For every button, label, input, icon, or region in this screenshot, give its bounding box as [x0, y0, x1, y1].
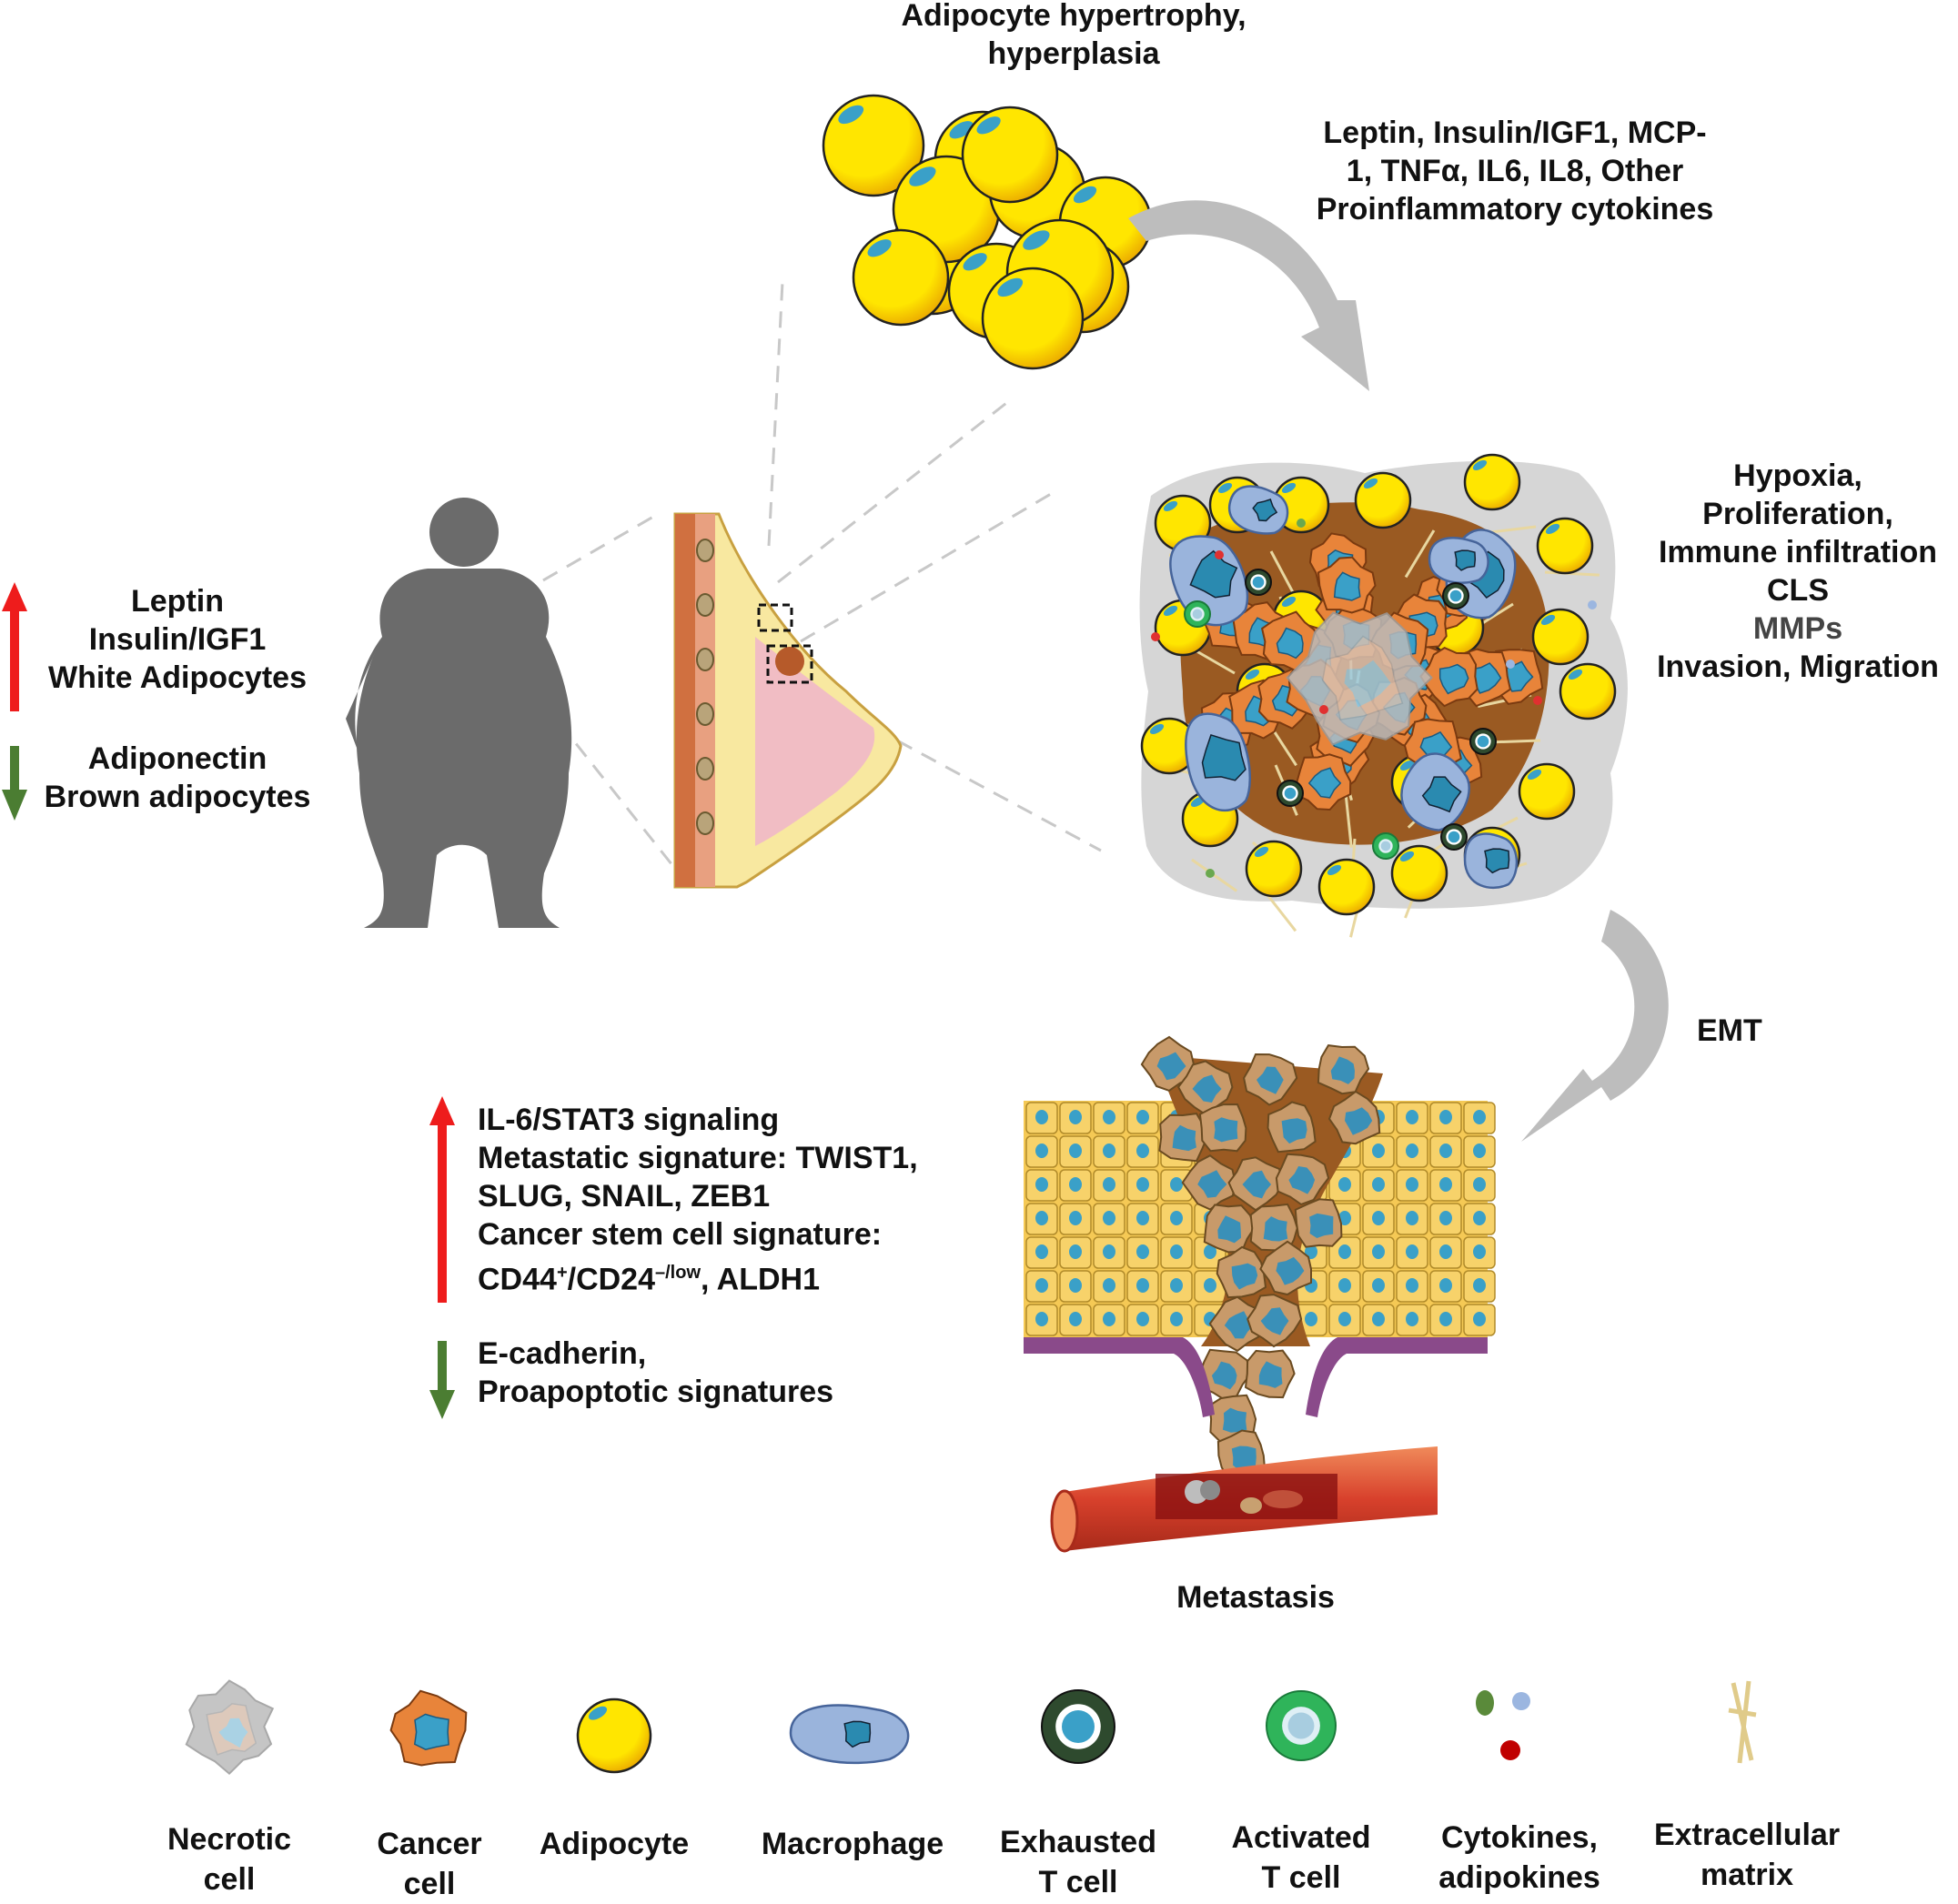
exhausted-t-cell: [1469, 728, 1497, 755]
signaling-up-label: IL-6/STAT3 signaling Metastatic signatur…: [478, 1103, 918, 1297]
invading-cancer-cell: [1327, 1090, 1381, 1145]
invading-cancer-cell: [1227, 1156, 1284, 1212]
macrophage-icon: [789, 1704, 910, 1765]
cytokines-icon: [1476, 1690, 1530, 1760]
invading-cancer-cell: [1249, 1203, 1298, 1254]
invading-cancer-cell: [1275, 1153, 1330, 1206]
legend-label-cytokines: Cytokines,adipokines: [1438, 1820, 1600, 1895]
invading-cancer-cell: [1140, 1035, 1196, 1093]
adipocyte-cluster: [822, 94, 1153, 370]
legend-label-adipocyte: Adipocyte: [539, 1827, 690, 1861]
cancer-cell: [1295, 753, 1352, 811]
exhausted-t-cell: [1277, 780, 1304, 807]
emt-label: EMT: [1697, 1013, 1762, 1048]
invading-cancer-cell: [1246, 1294, 1303, 1348]
cytokine: [1319, 705, 1328, 714]
adipocyte: [1463, 453, 1521, 511]
necrotic-cell-icon: [185, 1679, 275, 1776]
invading-cancer-cell: [1243, 1053, 1298, 1106]
macrophage: [1228, 485, 1289, 535]
adipocyte: [961, 106, 1059, 204]
tumor-microenvironment: [1139, 453, 1628, 938]
invading-cancer-cell: [1259, 1240, 1312, 1296]
invading-cancer-cell: [1198, 1103, 1247, 1153]
invading-cancer-cell: [1294, 1198, 1343, 1248]
obesity-up-arrow: [2, 582, 27, 711]
signaling-down-arrow: [429, 1341, 455, 1419]
invading-cancer-cell: [1181, 1154, 1236, 1211]
cytokine: [1206, 869, 1215, 878]
adipocyte: [1390, 844, 1448, 902]
cancer-cell-icon: [389, 1689, 468, 1767]
exhausted-t-cell: [1245, 569, 1272, 596]
breast-cross-section: [673, 512, 903, 889]
exhausted-t-cell: [1440, 823, 1468, 851]
adipocyte: [822, 94, 925, 197]
extracellular-matrix-icon: [1728, 1680, 1757, 1764]
adipocyte-icon: [576, 1697, 652, 1774]
signaling-down-label: E-cadherin, Proapoptotic signatures: [478, 1336, 834, 1409]
invading-cancer-cell: [1158, 1113, 1208, 1163]
invading-cancer-cell: [1198, 1348, 1252, 1401]
cytokines-label: Leptin, Insulin/IGF1, MCP- 1, TNFα, IL6,…: [1316, 116, 1714, 227]
adipocyte: [1518, 762, 1576, 821]
metastasis-label: Metastasis: [1176, 1580, 1335, 1615]
macrophage: [1400, 752, 1470, 831]
cytokine: [1506, 660, 1515, 669]
activated-t-cell-icon: [1266, 1690, 1337, 1761]
invading-cancer-cell: [1203, 1204, 1256, 1254]
adipocyte: [1317, 858, 1376, 916]
cancer-cell: [1317, 556, 1377, 614]
adipocyte: [1354, 471, 1412, 529]
macrophage: [1463, 832, 1519, 889]
cancer-cell: [1419, 646, 1479, 708]
obesity-down-arrow: [2, 746, 27, 821]
adipocyte: [1559, 662, 1617, 720]
cytokine: [1215, 550, 1224, 559]
macrophage: [1428, 537, 1489, 584]
cancer-cell: [1260, 610, 1321, 672]
macrophage: [1185, 712, 1252, 812]
obese-person-silhouette: [346, 498, 572, 928]
cytokine: [1533, 696, 1542, 705]
tumor-features-label: Hypoxia, Proliferation, Immune infiltrat…: [1657, 458, 1939, 684]
cytokine: [1588, 600, 1597, 609]
adipocyte: [1531, 608, 1590, 666]
activated-t-cell: [1184, 600, 1211, 628]
adipocyte: [852, 228, 950, 327]
invading-cancer-cell: [1208, 1295, 1265, 1353]
adipocyte: [1245, 840, 1303, 898]
legend-label-macrophage: Macrophage: [761, 1827, 944, 1861]
invading-cancer-cell: [1216, 1245, 1267, 1299]
obesity-down-label: Adiponectin Brown adipocytes: [44, 741, 311, 814]
cytokine: [1151, 632, 1160, 641]
invading-cancer-cell: [1244, 1349, 1296, 1399]
invading-cancer-cell: [1317, 1044, 1370, 1095]
obesity-up-label: Leptin Insulin/IGF1 White Adipocytes: [48, 584, 307, 695]
adipocyte: [1536, 517, 1594, 575]
cytokine: [1297, 519, 1306, 528]
hypertrophy-label: Adipocyte hypertrophy, hyperplasia: [901, 0, 1246, 71]
activated-t-cell: [1372, 832, 1399, 860]
blood-vessel: [1050, 1446, 1438, 1553]
exhausted-t-cell-icon: [1041, 1689, 1115, 1764]
invading-cancer-cell: [1267, 1101, 1317, 1153]
metastasis-scene: [1024, 1035, 1496, 1553]
adipocyte: [981, 267, 1085, 370]
exhausted-t-cell: [1442, 582, 1469, 609]
signaling-up-arrow: [429, 1096, 455, 1303]
curved-arrows: [1128, 200, 1669, 1142]
